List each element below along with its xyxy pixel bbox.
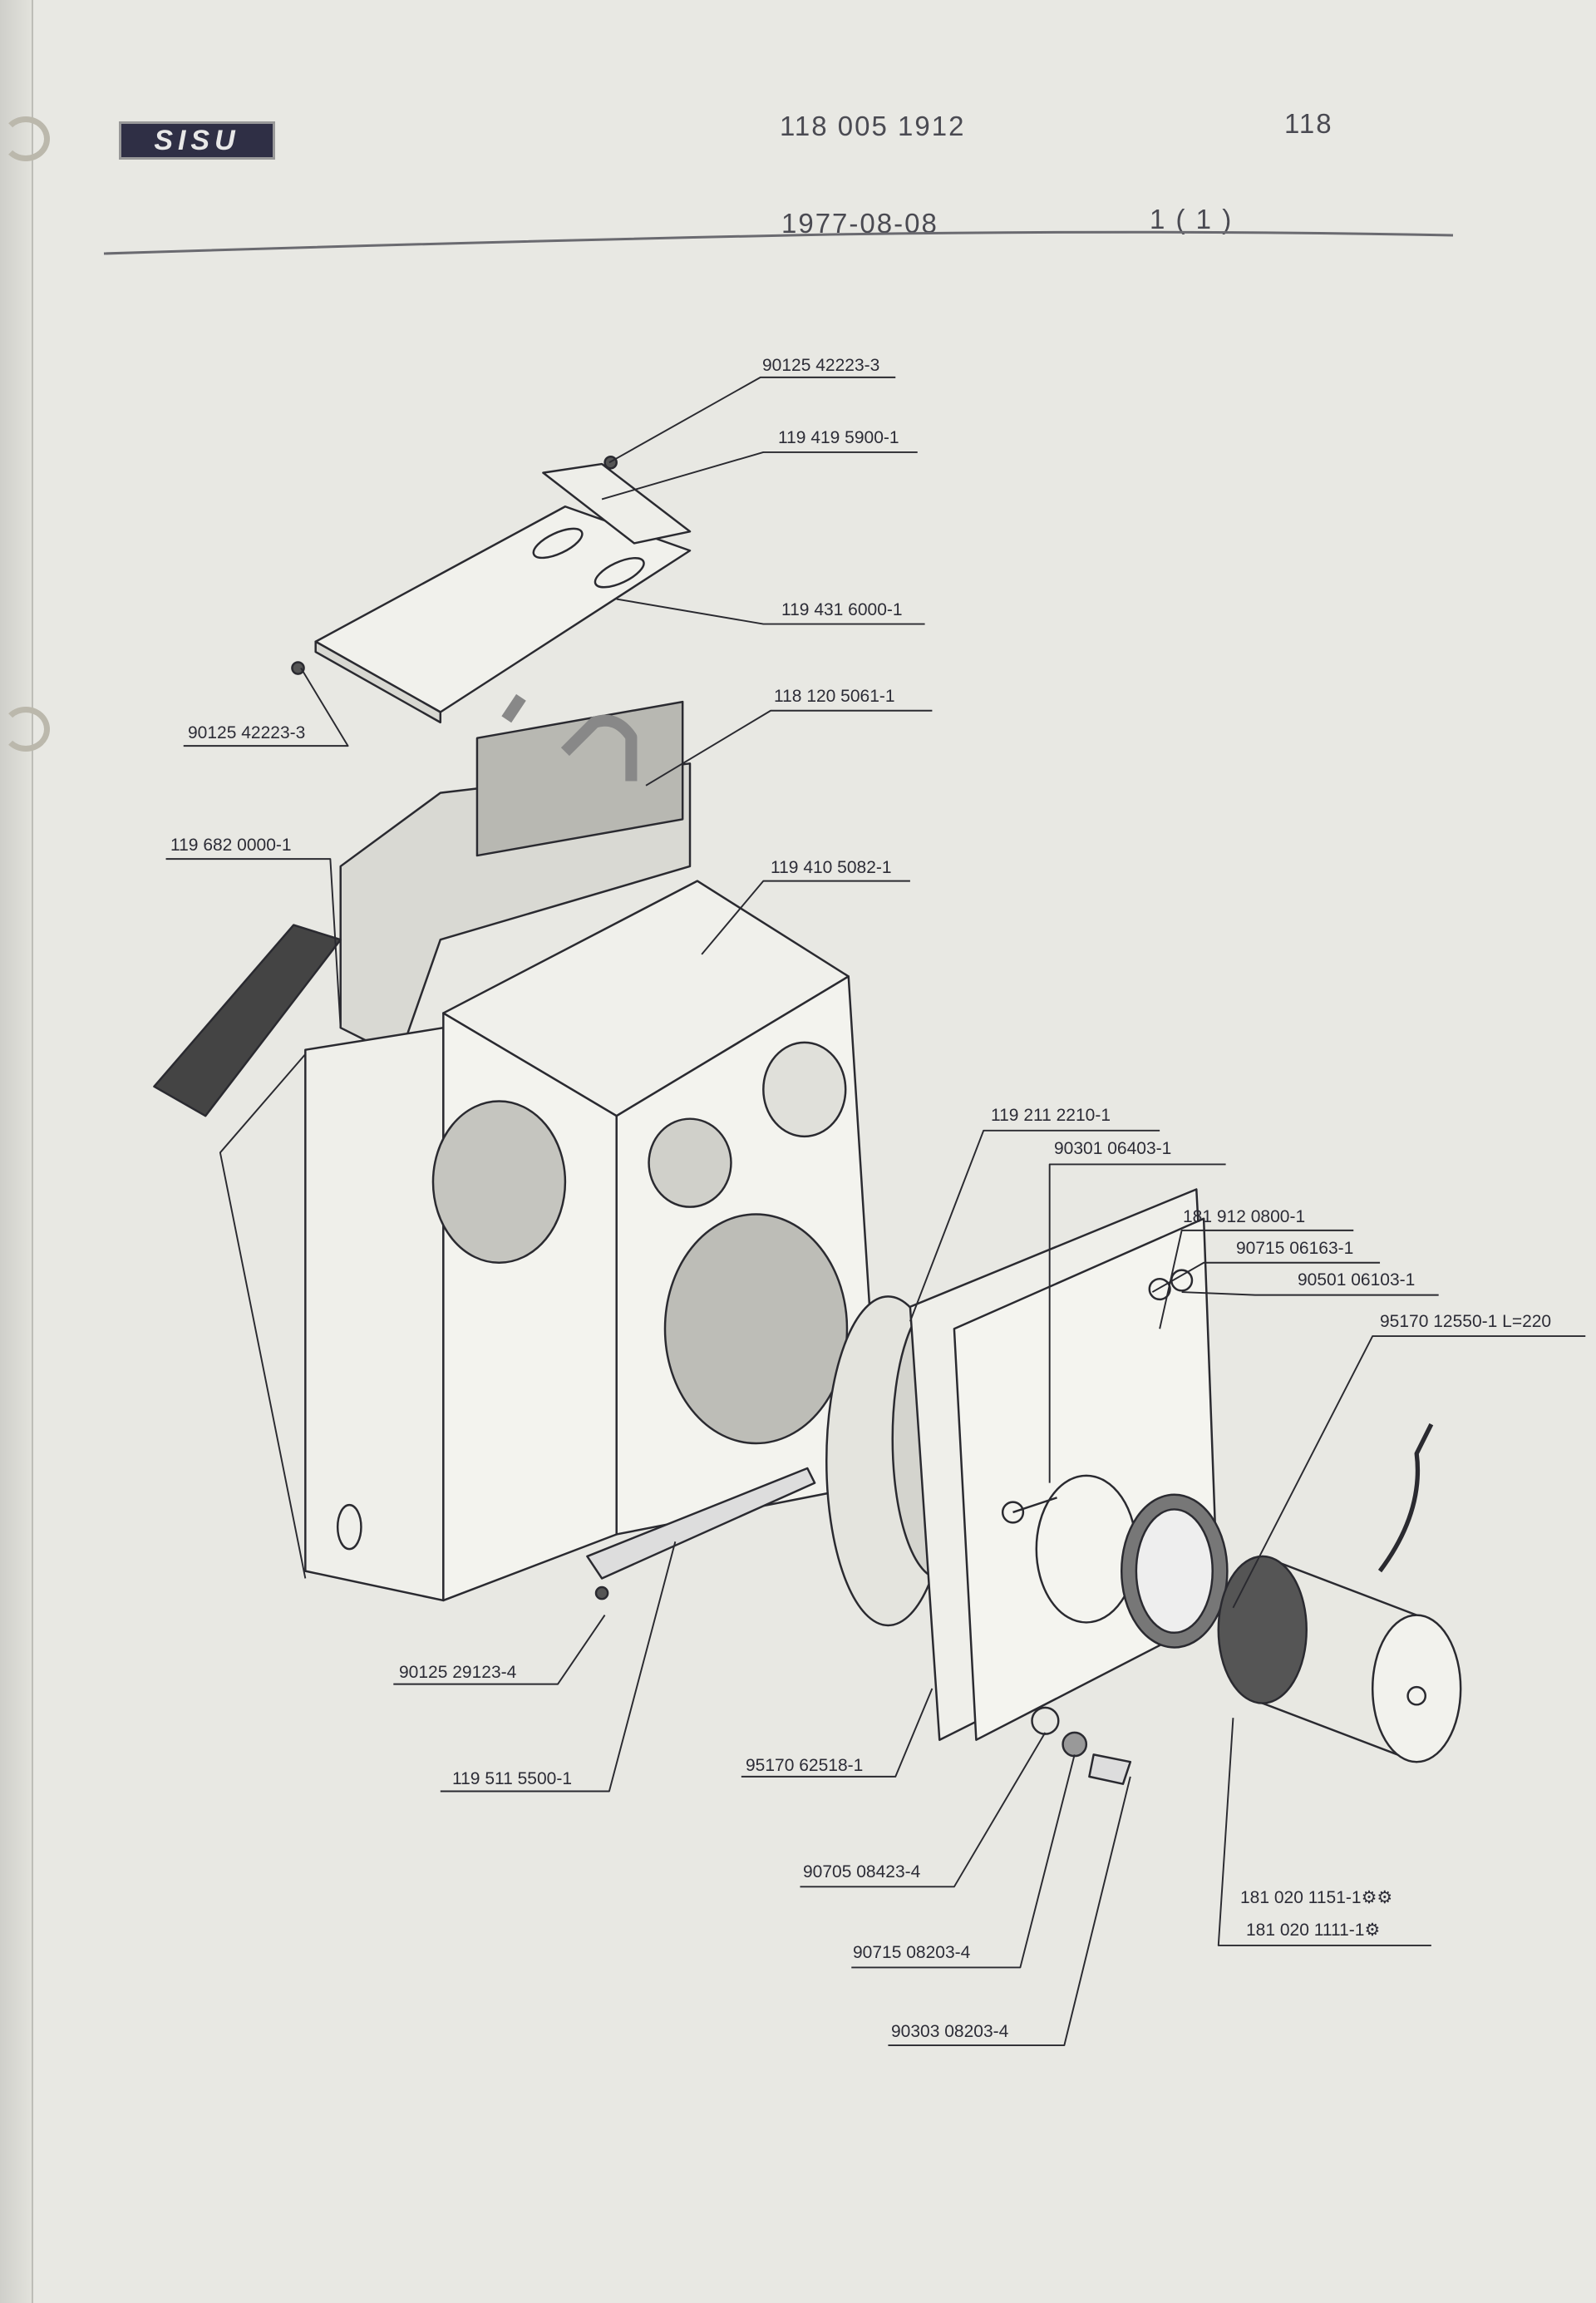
heater-pipes	[501, 693, 638, 782]
gear-icon: ⚙⚙	[1361, 1888, 1393, 1907]
header-rule	[103, 230, 1454, 255]
cover-slot	[594, 557, 645, 589]
bolt-shape	[1088, 1753, 1132, 1785]
leader-line	[851, 1754, 1076, 1969]
callout-label: 119 419 5900-1	[778, 428, 899, 447]
callout-label: 90705 08423-4	[803, 1862, 921, 1881]
binder-ring	[2, 707, 50, 752]
callout-label: 119 211 2210-1	[991, 1106, 1111, 1125]
callout-label: 119 511 5500-1	[452, 1769, 573, 1788]
callout-label: 90715 06163-1	[1236, 1239, 1354, 1258]
callout-text: 181 020 1151-1	[1240, 1888, 1362, 1907]
lock-washer-shape	[1062, 1731, 1088, 1758]
housing-left	[442, 1012, 618, 1602]
gear-icon: ⚙	[1364, 1921, 1381, 1940]
housing-hole	[648, 1117, 732, 1208]
leader-line	[219, 1053, 307, 1579]
back-panel-shape	[304, 1026, 445, 1602]
motor-wire	[1377, 1423, 1434, 1573]
washer-shape	[1148, 1277, 1171, 1301]
callout-label: 119 682 0000-1	[170, 836, 292, 855]
bottom-strip-shape	[586, 1467, 816, 1580]
leader-line	[1232, 1335, 1586, 1609]
bracket-shape	[542, 462, 692, 545]
leader-line	[183, 668, 349, 747]
screw-shape	[594, 1585, 609, 1600]
leader-line	[909, 1129, 1160, 1322]
callout-label: 119 410 5082-1	[771, 858, 892, 877]
housing-hole	[431, 1100, 567, 1264]
leader-line	[888, 1776, 1131, 2047]
bolt-head	[1001, 1501, 1025, 1524]
leader-line	[800, 1732, 1047, 1888]
housing-hole	[762, 1041, 847, 1138]
leader-line	[608, 376, 896, 464]
leader-line	[440, 1541, 677, 1793]
cover-plate-edge	[314, 640, 442, 724]
callout-label: 90715 08203-4	[853, 1943, 971, 1962]
callout-label: 90125 42223-3	[762, 356, 880, 375]
callout-label: 90301 06403-1	[1054, 1139, 1172, 1158]
callout-label: 90303 08203-4	[891, 2022, 1009, 2041]
motor-band-inner	[1135, 1508, 1214, 1635]
callout-label: 90501 06103-1	[1298, 1270, 1416, 1290]
washer-shape	[1031, 1706, 1060, 1735]
bolt-shank	[1012, 1497, 1057, 1514]
callout-label: 119 431 6000-1	[781, 600, 903, 619]
leader-line	[601, 451, 918, 501]
screw-shape	[291, 661, 305, 675]
leader-line	[1181, 1291, 1439, 1296]
leader-line	[1048, 1163, 1226, 1483]
motor-front	[1371, 1614, 1462, 1763]
page-number: 1 ( 1 )	[1150, 204, 1234, 234]
callout-label: 181 912 0800-1	[1183, 1207, 1306, 1226]
seal-shape	[153, 924, 342, 1117]
leader-line	[393, 1615, 606, 1685]
leader-line	[165, 858, 342, 1028]
motor-back	[1217, 1555, 1308, 1704]
leader-line	[645, 709, 933, 787]
callout-label: 90125 29123-4	[399, 1663, 517, 1682]
leader-lines	[165, 376, 1586, 2047]
callout-label: 95170 62518-1	[746, 1756, 864, 1775]
callout-label-motor-a: 181 020 1151-1⚙⚙	[1240, 1887, 1392, 1908]
housing-hole	[663, 1213, 849, 1445]
callout-label-motor-b: 181 020 1111-1⚙	[1246, 1920, 1380, 1941]
leader-line	[741, 1688, 933, 1778]
callout-text: 181 020 1111-1	[1246, 1921, 1365, 1940]
leader-line	[1217, 1718, 1431, 1946]
leader-line	[1151, 1261, 1381, 1293]
motor-shaft	[1406, 1685, 1427, 1706]
binder-ring	[2, 116, 50, 161]
leader-line	[616, 598, 925, 625]
binder-edge	[0, 0, 33, 2303]
leader-line	[701, 880, 910, 955]
leader-line	[1159, 1229, 1354, 1329]
panel-slot	[336, 1503, 362, 1551]
group-number: 118	[1284, 108, 1333, 139]
callout-label: 95170 12550-1 L=220	[1380, 1312, 1552, 1331]
callout-label: 90125 42223-3	[188, 723, 306, 742]
part-number: 118 005 1912	[780, 111, 966, 141]
callout-label: 118 120 5061-1	[774, 687, 895, 706]
sisu-logo: SISU	[119, 121, 275, 160]
cover-slot	[532, 527, 584, 560]
